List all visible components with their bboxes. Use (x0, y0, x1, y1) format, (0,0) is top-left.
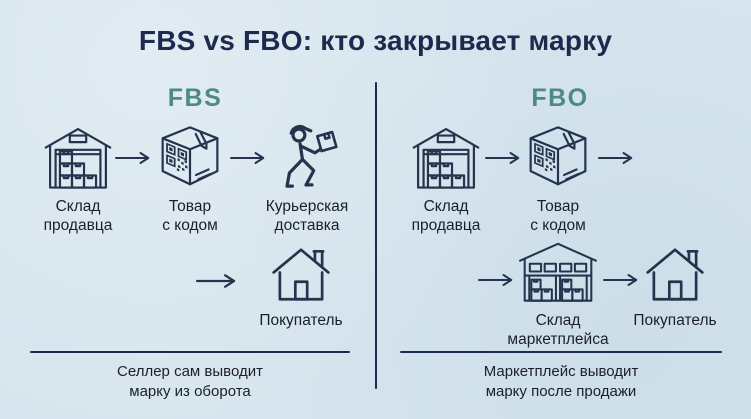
fbs-buyer-label: Покупатель (259, 312, 343, 329)
arrow-right-icon (195, 273, 237, 289)
fbs-seller-warehouse-label: Склад продавца (43, 198, 113, 234)
marketplace-warehouse-icon (517, 239, 599, 307)
fbs-header: FBS (167, 84, 223, 112)
warehouse-icon (411, 122, 481, 194)
arrow-right-icon (477, 273, 514, 287)
fbo-header: FBO (531, 84, 589, 112)
fbs-goods-with-code-label: Товар с кодом (162, 198, 218, 234)
fbo-seller-warehouse-label: Склад продавца (411, 198, 481, 234)
warehouse-icon (43, 122, 113, 194)
fbo-marketplace-warehouse-label: Склад маркетплейса (507, 312, 609, 348)
arrow-right-icon (229, 151, 266, 165)
house-icon (642, 241, 708, 307)
arrow-right-icon (597, 151, 634, 165)
house-icon (268, 241, 334, 307)
fbs-courier-delivery-label: Курьерская доставка (265, 198, 349, 234)
arrow-right-icon (602, 273, 639, 287)
fbo-caption: Маркетплейс выводит марку после продажи (483, 363, 639, 400)
box-with-qr-icon (523, 122, 593, 194)
fbo-caption-divider (400, 351, 722, 353)
column-divider (375, 82, 377, 389)
box-with-qr-icon (155, 122, 225, 194)
fbo-buyer-label: Покупатель (633, 312, 717, 329)
fbs-caption-divider (30, 351, 350, 353)
fbs-caption: Селлер сам выводит марку из оборота (117, 363, 263, 400)
courier-icon (271, 117, 347, 197)
arrow-right-icon (114, 151, 151, 165)
page-title: FBS vs FBO: кто закрывает марку (138, 25, 613, 56)
arrow-right-icon (484, 151, 521, 165)
fbo-goods-with-code-label: Товар с кодом (530, 198, 586, 234)
